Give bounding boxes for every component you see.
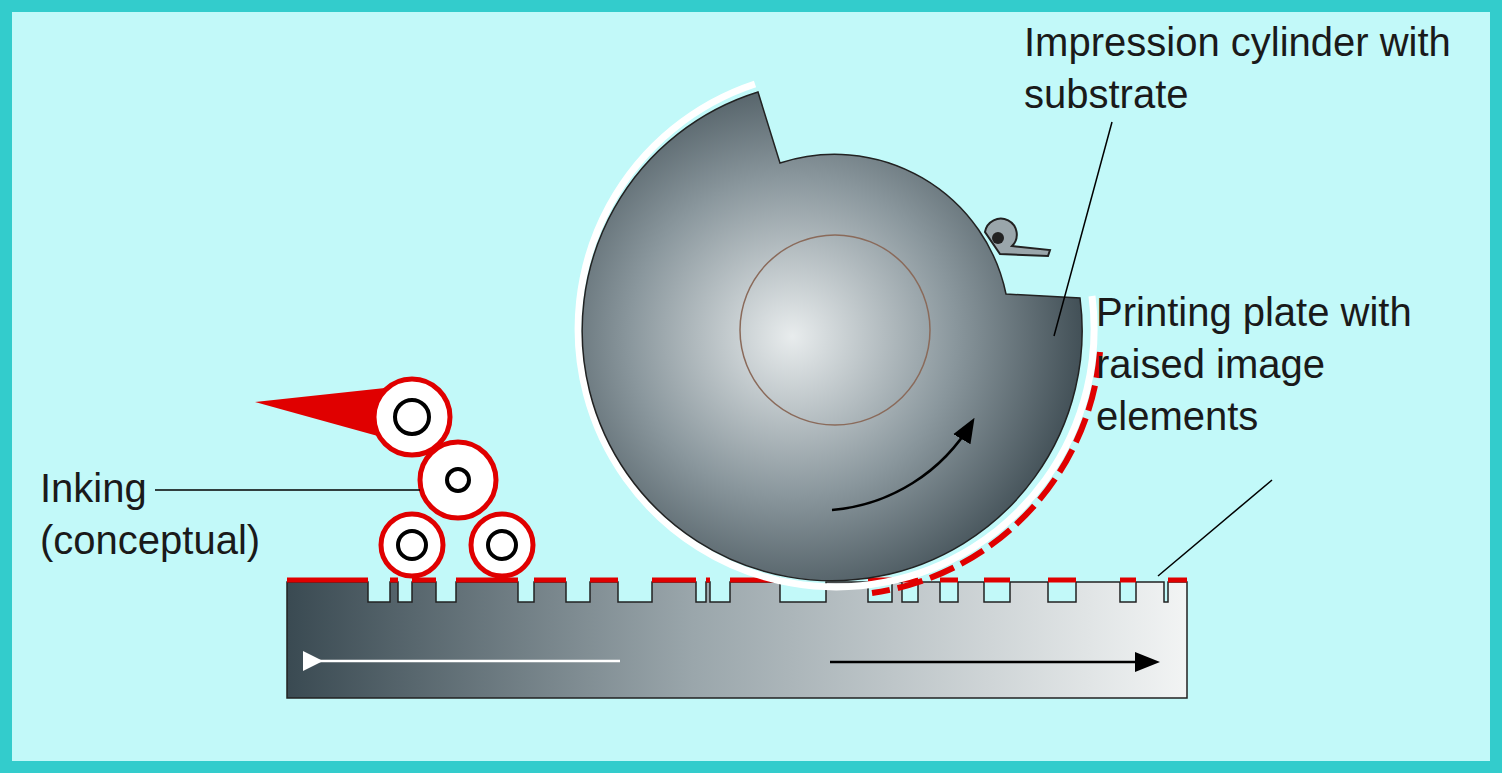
ink-film <box>287 578 1187 583</box>
gripper <box>985 219 1050 256</box>
cylinder-hub <box>740 235 930 425</box>
printing-plate <box>287 582 1187 698</box>
leader-line <box>155 489 420 491</box>
impression-cylinder <box>582 92 1082 581</box>
callout-label: Inking (conceptual) <box>40 462 290 566</box>
rotation-arrow <box>832 422 972 510</box>
callout-label: Impression cylinder with substrate <box>1024 16 1494 120</box>
substrate-sheet <box>578 84 1094 587</box>
plate-motion-arrow <box>318 660 620 663</box>
leader-line <box>1158 480 1272 576</box>
plate-motion-arrow <box>830 661 1155 664</box>
inking-unit <box>255 379 533 576</box>
callout-label: Printing plate with raised image element… <box>1096 286 1488 442</box>
